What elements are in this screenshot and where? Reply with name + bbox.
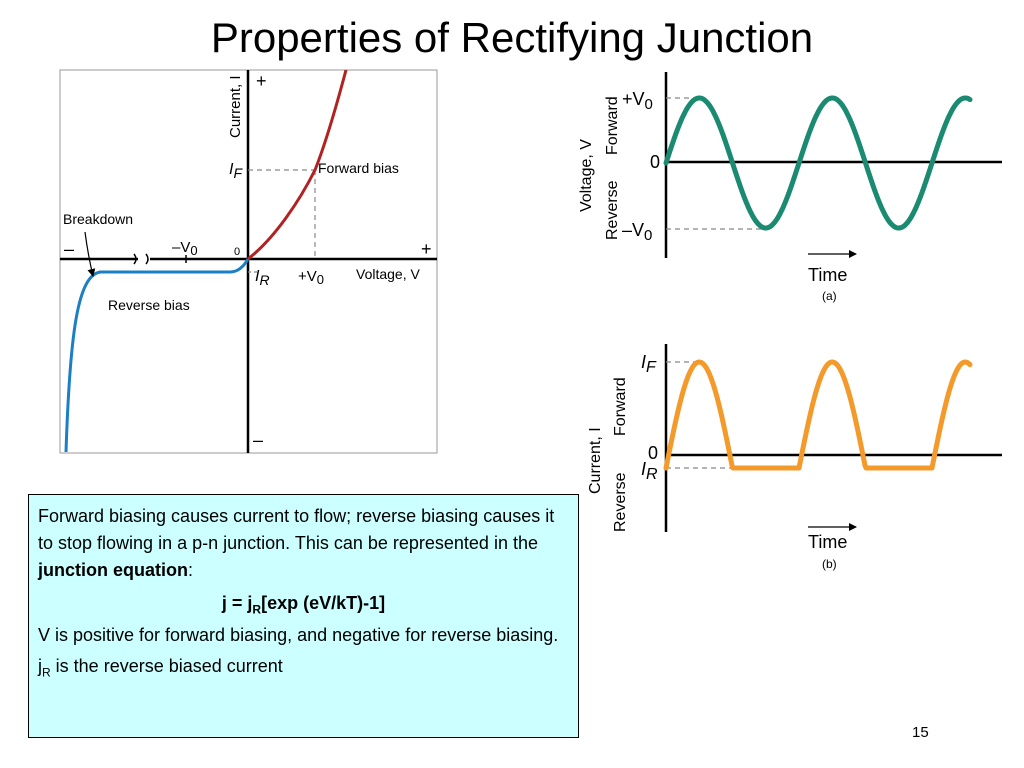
equation-start: j = j	[221, 593, 253, 613]
voltage-time-panel: Voltage, V Forward Reverse +V0 0 –V0 Tim…	[578, 72, 1002, 303]
pos-v0-label: +V0	[298, 268, 324, 287]
current-plus-sign: +	[256, 71, 267, 91]
current-zero-label: 0	[648, 443, 658, 463]
voltage-reverse-label: Reverse	[604, 180, 621, 240]
current-time-panel: Current, I Forward Reverse IF 0 IR Time …	[587, 344, 1002, 571]
junction-equation: j = jR[exp (eV/kT)-1]	[38, 590, 569, 617]
voltage-zero-label: 0	[650, 152, 660, 172]
para1-end: :	[188, 560, 194, 580]
current-reverse-label: Reverse	[612, 472, 629, 532]
neg-v0-label: –V0	[172, 239, 198, 258]
junction-equation-term: junction equation	[38, 560, 188, 580]
reverse-current-label: IR	[255, 268, 270, 288]
current-forward-label: Forward	[612, 377, 629, 436]
explanation-para-4: jR is the reverse biased current	[38, 653, 569, 680]
current-minus-sign: –	[253, 430, 263, 450]
ir-label: IR	[641, 459, 658, 483]
slide-title: Properties of Rectifying Junction	[210, 14, 814, 61]
voltage-axis-label: Voltage, V	[356, 266, 420, 282]
para4-subscript: R	[42, 665, 51, 680]
origin-label: 0	[234, 246, 240, 258]
breakdown-arrow	[84, 231, 96, 277]
plus-v0-label: +V0	[622, 89, 653, 113]
reverse-bias-label: Reverse bias	[108, 297, 190, 313]
explanation-para-3: V is positive for forward biasing, and n…	[38, 625, 559, 645]
voltage-time-label: Time	[808, 265, 847, 285]
equation-end: [exp (eV/kT)-1]	[261, 593, 386, 613]
rectified-current-wave	[663, 359, 973, 471]
para1-text: Forward biasing causes current to flow; …	[38, 506, 555, 553]
voltage-sine-wave	[663, 95, 973, 231]
axis-break-mark	[133, 253, 149, 265]
current-axis-label: Current, I	[227, 75, 244, 138]
para4-j: j	[38, 656, 42, 676]
voltage-y-label: Voltage, V	[578, 139, 595, 212]
current-y-label: Current, I	[587, 427, 604, 494]
voltage-minus-sign: –	[64, 239, 74, 259]
explanation-para-1: Forward biasing causes current to flow; …	[38, 503, 569, 584]
voltage-forward-label: Forward	[604, 96, 621, 155]
explanation-box: Forward biasing causes current to flow; …	[28, 494, 579, 738]
panel-b-label: (b)	[822, 557, 837, 571]
para4-text: is the reverse biased current	[50, 656, 283, 676]
iv-characteristic-panel: Current, I + – – + 0 IF IR –V0 +V0 Volta…	[59, 69, 438, 454]
panel-a-label: (a)	[822, 289, 837, 303]
if-label: IF	[641, 352, 657, 376]
equation-subscript: R	[252, 602, 262, 617]
forward-bias-curve	[247, 69, 348, 261]
current-time-label: Time	[808, 532, 847, 552]
breakdown-label: Breakdown	[63, 211, 133, 227]
forward-current-label: IF	[229, 161, 243, 181]
forward-bias-label: Forward bias	[318, 160, 399, 176]
voltage-plus-sign: +	[421, 239, 432, 259]
minus-v0-label: –V0	[622, 220, 652, 244]
page-number: 15	[912, 724, 929, 741]
